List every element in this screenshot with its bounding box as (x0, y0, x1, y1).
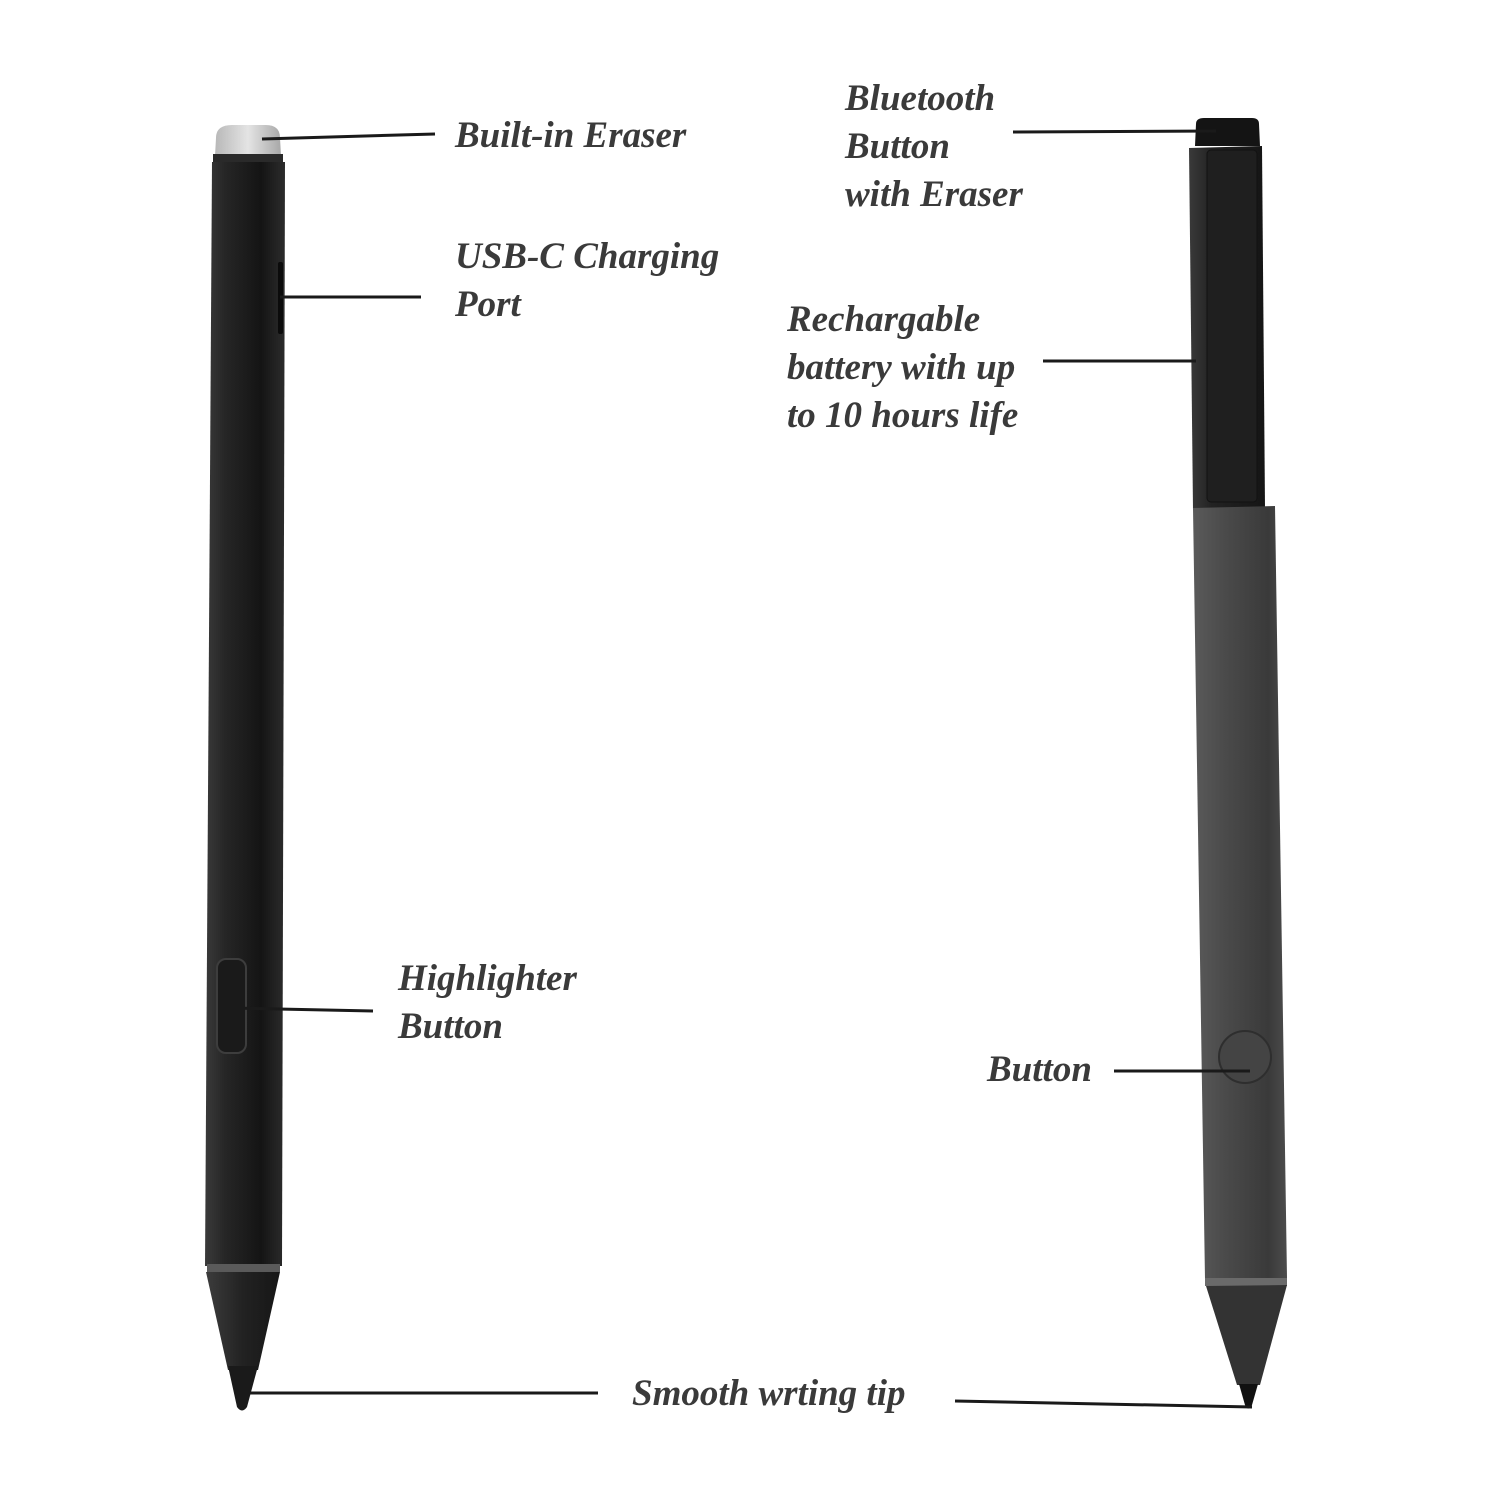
right-pen-ring (1205, 1278, 1287, 1286)
label-line: USB-C Charging (455, 236, 720, 277)
left-pen-cone (206, 1272, 280, 1370)
left-pen-eraser (215, 125, 281, 156)
right-stylus-pen (1189, 118, 1287, 1409)
left-pen-nib (228, 1366, 258, 1411)
label-usb-c-charging-port: USB-C Charging Port (455, 233, 719, 329)
label-built-in-eraser: Built-in Eraser (455, 112, 686, 160)
left-pen-highlighter-button (216, 958, 247, 1054)
right-pen-flat-side (1206, 149, 1258, 503)
label-line: Built-in Eraser (455, 115, 687, 156)
label-rechargeable-battery: Rechargable battery with up to 10 hours … (787, 296, 1018, 440)
left-stylus-pen (205, 125, 285, 1411)
label-line: Port (455, 284, 521, 325)
label-line: battery with up (787, 347, 1016, 388)
label-line: to 10 hours life (787, 395, 1019, 436)
right-pen-lower-barrel (1193, 506, 1287, 1280)
label-smooth-writing-tip: Smooth wrting tip (632, 1370, 906, 1418)
leader-eraser (261, 132, 436, 141)
left-pen-tip-ring (207, 1264, 280, 1272)
left-pen-barrel (205, 162, 285, 1266)
right-pen-cone (1206, 1285, 1287, 1385)
leader-bluetooth (1012, 129, 1217, 134)
label-line: Smooth wrting tip (632, 1373, 906, 1414)
right-pen-bluetooth-button (1195, 118, 1260, 146)
label-line: Bluetooth (845, 78, 996, 119)
label-line: Button (845, 126, 950, 167)
label-line: Button (398, 1006, 503, 1047)
label-line: Button (987, 1049, 1092, 1090)
right-pen-nib (1239, 1384, 1258, 1409)
leader-highlighter (231, 1006, 374, 1013)
label-line: Highlighter (398, 958, 577, 999)
label-bluetooth-button: Bluetooth Button with Eraser (845, 75, 1023, 219)
right-pen-side-button (1218, 1030, 1272, 1084)
leader-right-tip (954, 1399, 1253, 1409)
label-line: Rechargable (787, 299, 981, 340)
left-pen-eraser-ring (213, 154, 283, 162)
label-highlighter-button: Highlighter Button (398, 955, 577, 1051)
leader-lines (231, 129, 1253, 1409)
label-side-button: Button (987, 1046, 1092, 1094)
label-line: with Eraser (845, 174, 1023, 215)
